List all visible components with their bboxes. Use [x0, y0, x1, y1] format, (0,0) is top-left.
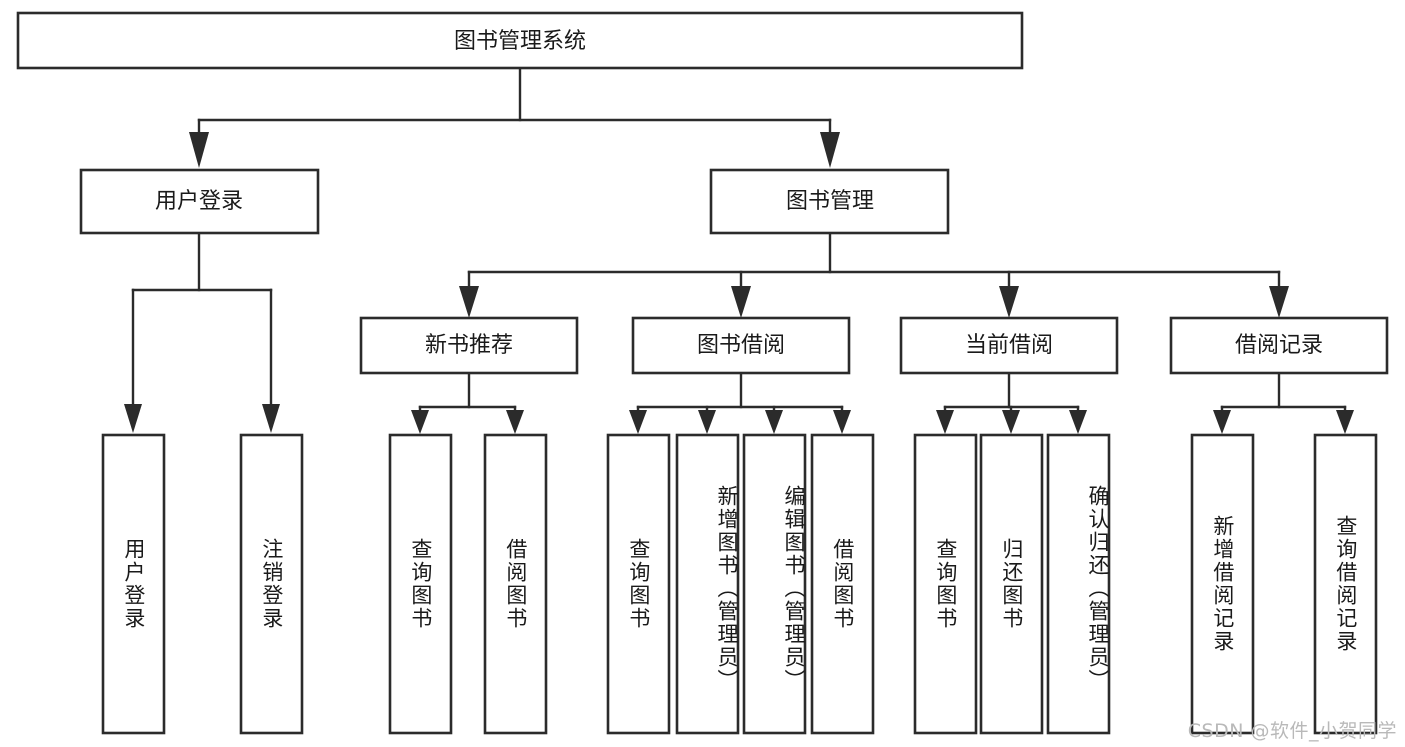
node-new-book-recommend-box[interactable]: [359, 316, 579, 375]
leaf-box-cb-1[interactable]: [913, 433, 978, 735]
arrowhead-user-login: [189, 132, 209, 168]
node-borrow-record[interactable]: 借阅记录: [1169, 316, 1389, 375]
node-borrow-record-label: 借阅记录: [1235, 333, 1323, 358]
node-root[interactable]: 图书管理系统: [16, 11, 1024, 70]
node-book-borrow-box[interactable]: [631, 316, 851, 375]
node-current-borrow-label: 当前借阅: [965, 333, 1053, 358]
connector-group-user-login: [124, 231, 280, 433]
leaf-box-user-login-2[interactable]: [239, 433, 304, 735]
arrowhead-leaf-bb-4: [833, 410, 851, 434]
arrowhead-leaf-br-2: [1336, 410, 1354, 434]
leaf-box-br-2[interactable]: [1313, 433, 1378, 735]
watermark-text: CSDN @软件_小贺同学: [1187, 720, 1397, 742]
node-current-borrow-box[interactable]: [899, 316, 1119, 375]
leaf-box-cb-2[interactable]: [979, 433, 1044, 735]
arrowhead-leaf-nbr-1: [411, 410, 429, 434]
leaf-box-nbr-2[interactable]: [483, 433, 548, 735]
arrowhead-leaf-bb-1: [629, 410, 647, 434]
node-user-login[interactable]: 用户登录: [79, 168, 320, 235]
node-new-book-recommend[interactable]: 新书推荐: [359, 316, 579, 375]
arrowhead-leaf-user-login-2: [262, 404, 280, 433]
leaf-box-bb-4[interactable]: [810, 433, 875, 735]
node-book-manage-label: 图书管理: [786, 189, 874, 214]
arrowhead-leaf-user-login-1: [124, 404, 142, 433]
arrowhead-leaf-cb-3: [1069, 410, 1087, 434]
arrowhead-leaf-br-1: [1213, 410, 1231, 434]
connector-group-current-borrow: [936, 371, 1087, 434]
node-root-label: 图书管理系统: [454, 29, 586, 54]
node-book-borrow-label: 图书借阅: [697, 333, 785, 358]
arrowhead-leaf-bb-2: [698, 410, 716, 434]
node-new-book-recommend-label: 新书推荐: [425, 333, 513, 358]
leaf-box-user-login-1[interactable]: [101, 433, 166, 735]
arrowhead-current-borrow: [999, 286, 1019, 318]
node-book-manage-box[interactable]: [709, 168, 950, 235]
connector-group-borrow-record: [1213, 371, 1354, 434]
node-current-borrow[interactable]: 当前借阅: [899, 316, 1119, 375]
arrowhead-book-manage: [820, 132, 840, 168]
arrowhead-borrow-record: [1269, 286, 1289, 318]
connector-group-root: [189, 66, 840, 168]
node-root-box[interactable]: [16, 11, 1024, 70]
node-user-login-box[interactable]: [79, 168, 320, 235]
node-borrow-record-box[interactable]: [1169, 316, 1389, 375]
arrowhead-leaf-nbr-2: [506, 410, 524, 434]
leaf-box-bb-1[interactable]: [606, 433, 671, 735]
node-user-login-label: 用户登录: [155, 189, 243, 214]
leaf-box-nbr-1[interactable]: [388, 433, 453, 735]
leaf-box-cb-3[interactable]: [1046, 433, 1111, 735]
arrowhead-new-book-recommend: [459, 286, 479, 318]
connector-group-book-manage: [459, 231, 1289, 318]
leaf-box-bb-2[interactable]: [675, 433, 740, 735]
arrowhead-leaf-cb-2: [1002, 410, 1020, 434]
leaf-box-br-1[interactable]: [1190, 433, 1255, 735]
arrowhead-leaf-cb-1: [936, 410, 954, 434]
arrowhead-leaf-bb-3: [765, 410, 783, 434]
arrowhead-book-borrow: [731, 286, 751, 318]
node-book-manage[interactable]: 图书管理: [709, 168, 950, 235]
connector-group-book-borrow: [629, 371, 851, 434]
leaf-box-bb-3[interactable]: [742, 433, 807, 735]
connector-group-new-book-recommend: [411, 371, 524, 434]
node-book-borrow[interactable]: 图书借阅: [631, 316, 851, 375]
